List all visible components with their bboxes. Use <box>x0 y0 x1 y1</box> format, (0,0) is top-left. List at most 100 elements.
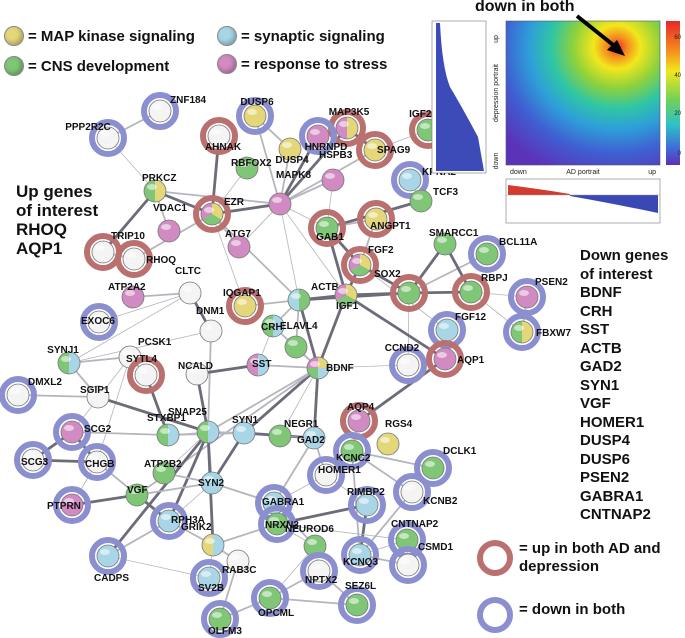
node-synj1: SYNJ1 <box>47 345 81 375</box>
network-edge <box>276 523 408 541</box>
network-edge <box>269 545 316 599</box>
node-label: MAPK8 <box>276 170 311 181</box>
node-ball <box>243 104 267 128</box>
node-label: ELAVL4 <box>280 321 318 332</box>
node-highlight <box>402 173 412 179</box>
node-highlight <box>400 358 410 364</box>
down-ring <box>503 313 541 351</box>
down-ring <box>14 441 52 479</box>
node-ball <box>60 420 84 444</box>
node-highlight <box>90 390 100 396</box>
node-highlight <box>266 496 276 502</box>
node-ppp2r2c: PPP2R2C <box>65 119 127 157</box>
node-rimbp2: RIMBP2 <box>347 486 386 524</box>
node-label: CLTC <box>175 266 201 277</box>
node-slice-syn <box>273 315 284 337</box>
node-label: SST <box>252 359 271 370</box>
node-spag9: SPAG9 <box>356 131 411 169</box>
down-genes-heading-1: Down genes <box>580 247 669 264</box>
down-ring <box>468 235 506 273</box>
up-gene-item: RHOQ <box>16 220 67 239</box>
node-label: RBFOX2 <box>231 158 272 169</box>
node-highlight <box>344 444 354 450</box>
down-gene-item: DUSP4 <box>580 432 631 449</box>
node-ball <box>6 383 30 407</box>
down-ring <box>0 376 37 414</box>
node-highlight <box>156 466 166 472</box>
node-outline <box>246 353 270 377</box>
node-highlight <box>349 598 359 604</box>
node-ball <box>433 347 457 371</box>
down-ring <box>299 117 337 155</box>
network-edge <box>279 203 300 301</box>
node-label: DMXL2 <box>28 377 62 388</box>
node-znf184: ZNF184 <box>141 92 207 130</box>
down-ring <box>141 92 179 130</box>
network-edge <box>325 227 348 296</box>
node-ball <box>345 593 369 617</box>
up-ring <box>341 246 379 284</box>
down-ring <box>89 537 127 575</box>
node-rhoq: RHOQ <box>115 240 176 278</box>
legend-stress-label: = response to stress <box>241 55 388 73</box>
node-highlight <box>269 517 279 523</box>
heatmap-x-left: down <box>510 169 527 176</box>
node-ball <box>157 219 181 243</box>
node-ball <box>376 432 400 456</box>
node-syn1: SYN1 <box>232 415 259 445</box>
node-label: ATP2A2 <box>108 282 146 293</box>
node-slice-syn <box>288 289 299 311</box>
node-angpt1: ANGPT1 <box>357 200 411 238</box>
node-label: SV2B <box>198 583 224 594</box>
up-ring <box>127 356 165 394</box>
up-genes-heading-2: of interest <box>16 201 99 220</box>
node-sst: SST <box>246 353 271 377</box>
node-highlight <box>463 285 473 291</box>
network-edge <box>273 437 315 504</box>
node-highlight <box>122 350 132 356</box>
down-ring <box>53 413 91 451</box>
node-ball <box>284 335 308 359</box>
node-label: SOX2 <box>374 269 401 280</box>
node-slice-map <box>522 321 533 343</box>
node-label: RIMBP2 <box>347 487 385 498</box>
node-atp2a2: ATP2A2 <box>108 282 146 309</box>
node-label: PTPRN <box>47 501 81 512</box>
node-outline <box>57 351 81 375</box>
network-edge <box>68 330 212 364</box>
node-dnm1: DNM1 <box>196 306 225 343</box>
node-outline <box>335 116 359 140</box>
node-ball <box>459 280 483 304</box>
legend-cns-dot <box>4 56 24 76</box>
node-highlight <box>95 245 105 251</box>
node-highlight <box>352 258 362 264</box>
node-highlight <box>100 549 110 555</box>
legend-map-label: = MAP kinase signaling <box>28 27 195 45</box>
node-scg3: SCG3 <box>14 441 52 479</box>
down-ring <box>414 449 452 487</box>
node-highlight <box>250 358 260 364</box>
node-ball <box>396 553 420 577</box>
node-kcnc2: KCNC2 <box>333 432 371 470</box>
node-highlight <box>311 564 321 570</box>
node-highlight <box>307 539 317 545</box>
node-highlight <box>272 197 282 203</box>
bottom-rank-up-bars <box>508 185 570 195</box>
node-highlight <box>413 194 423 200</box>
network-edge <box>312 367 320 439</box>
node-scg2: SCG2 <box>53 413 112 451</box>
legend-down-text: = down in both <box>519 601 626 618</box>
up-genes-heading-1: Up genes <box>16 182 93 201</box>
legend-up-text: = up in both AD and depression <box>519 540 661 576</box>
colorbar <box>666 21 680 165</box>
node-nptx2: NPTX2 <box>300 552 338 590</box>
node-label: SYTL4 <box>126 354 158 365</box>
legend-syn-label: = synaptic signaling <box>241 27 385 45</box>
node-gab1: GAB1 <box>308 209 346 247</box>
legend-synaptic: = synaptic signaling <box>217 26 385 46</box>
down-ring <box>338 586 376 624</box>
node-highlight <box>64 425 74 431</box>
node-label: VDAC1 <box>153 203 187 214</box>
